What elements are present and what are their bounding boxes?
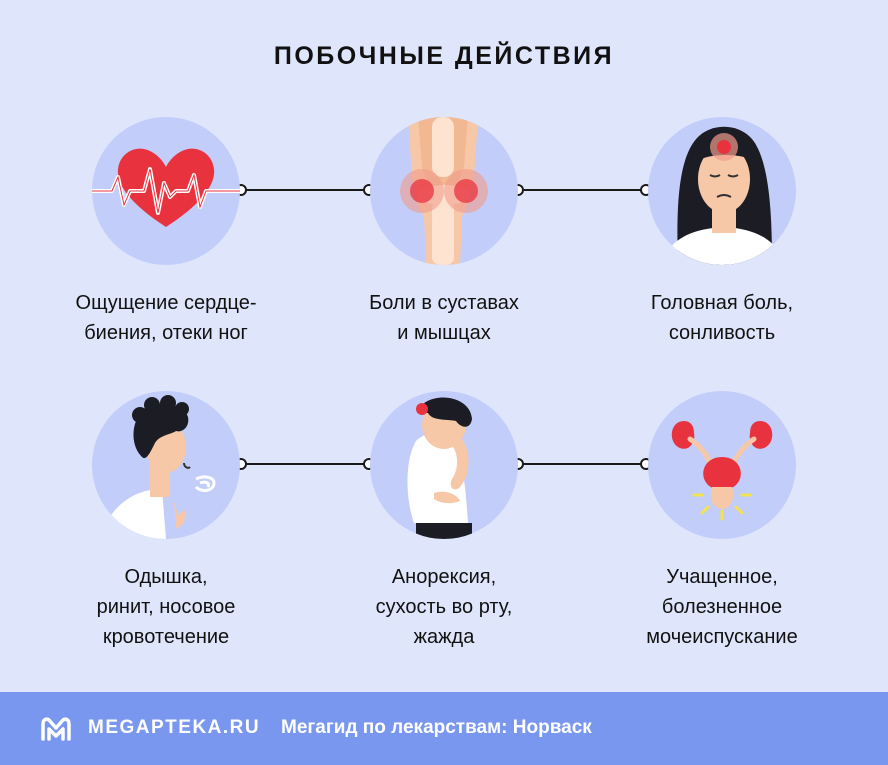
heart-pulse-icon xyxy=(92,148,240,227)
thirsty-woman-icon xyxy=(407,397,472,539)
connector-line xyxy=(243,189,370,191)
page-title: ПОБОЧНЫЕ ДЕЙСТВИЯ xyxy=(273,42,615,70)
side-effect-caption-urinary: Учащенное, болезненное мочеиспускание xyxy=(646,566,798,648)
side-effect-image-heart xyxy=(92,117,240,265)
connector-line xyxy=(520,189,647,191)
side-effect-image-thirst xyxy=(370,391,518,539)
side-effect-caption-thirst: Анорексия, сухость во рту, жажда xyxy=(375,566,513,648)
side-effect-image-breathing xyxy=(92,391,240,539)
footer-bar: MEGAPTEKA.RU Мегагид по лекарствам: Норв… xyxy=(0,692,888,765)
side-effect-caption-joints: Боли в суставах и мышцах xyxy=(369,292,519,344)
urinary-system-icon xyxy=(671,421,773,521)
side-effect-image-joints xyxy=(370,117,518,265)
footer-tagline: Мегагид по лекарствам: Норваск xyxy=(281,717,592,738)
side-effect-caption-breathing: Одышка, ринит, носовое кровотечение xyxy=(96,566,236,648)
side-effect-caption-headache: Головная боль, сонливость xyxy=(650,292,794,344)
knee-joint-icon xyxy=(400,117,488,265)
connector-line xyxy=(243,463,370,465)
headache-woman-icon xyxy=(662,126,784,265)
brand-link[interactable]: MEGAPTEKA.RU xyxy=(88,717,261,738)
side-effect-image-urinary xyxy=(648,391,796,539)
connector-line xyxy=(520,463,647,465)
megapteka-logo-icon xyxy=(41,717,71,741)
side-effect-caption-heart: Ощущение сердце- биения, отеки ног xyxy=(75,292,257,344)
side-effect-image-headache xyxy=(648,117,796,265)
breathing-man-icon xyxy=(98,395,216,539)
